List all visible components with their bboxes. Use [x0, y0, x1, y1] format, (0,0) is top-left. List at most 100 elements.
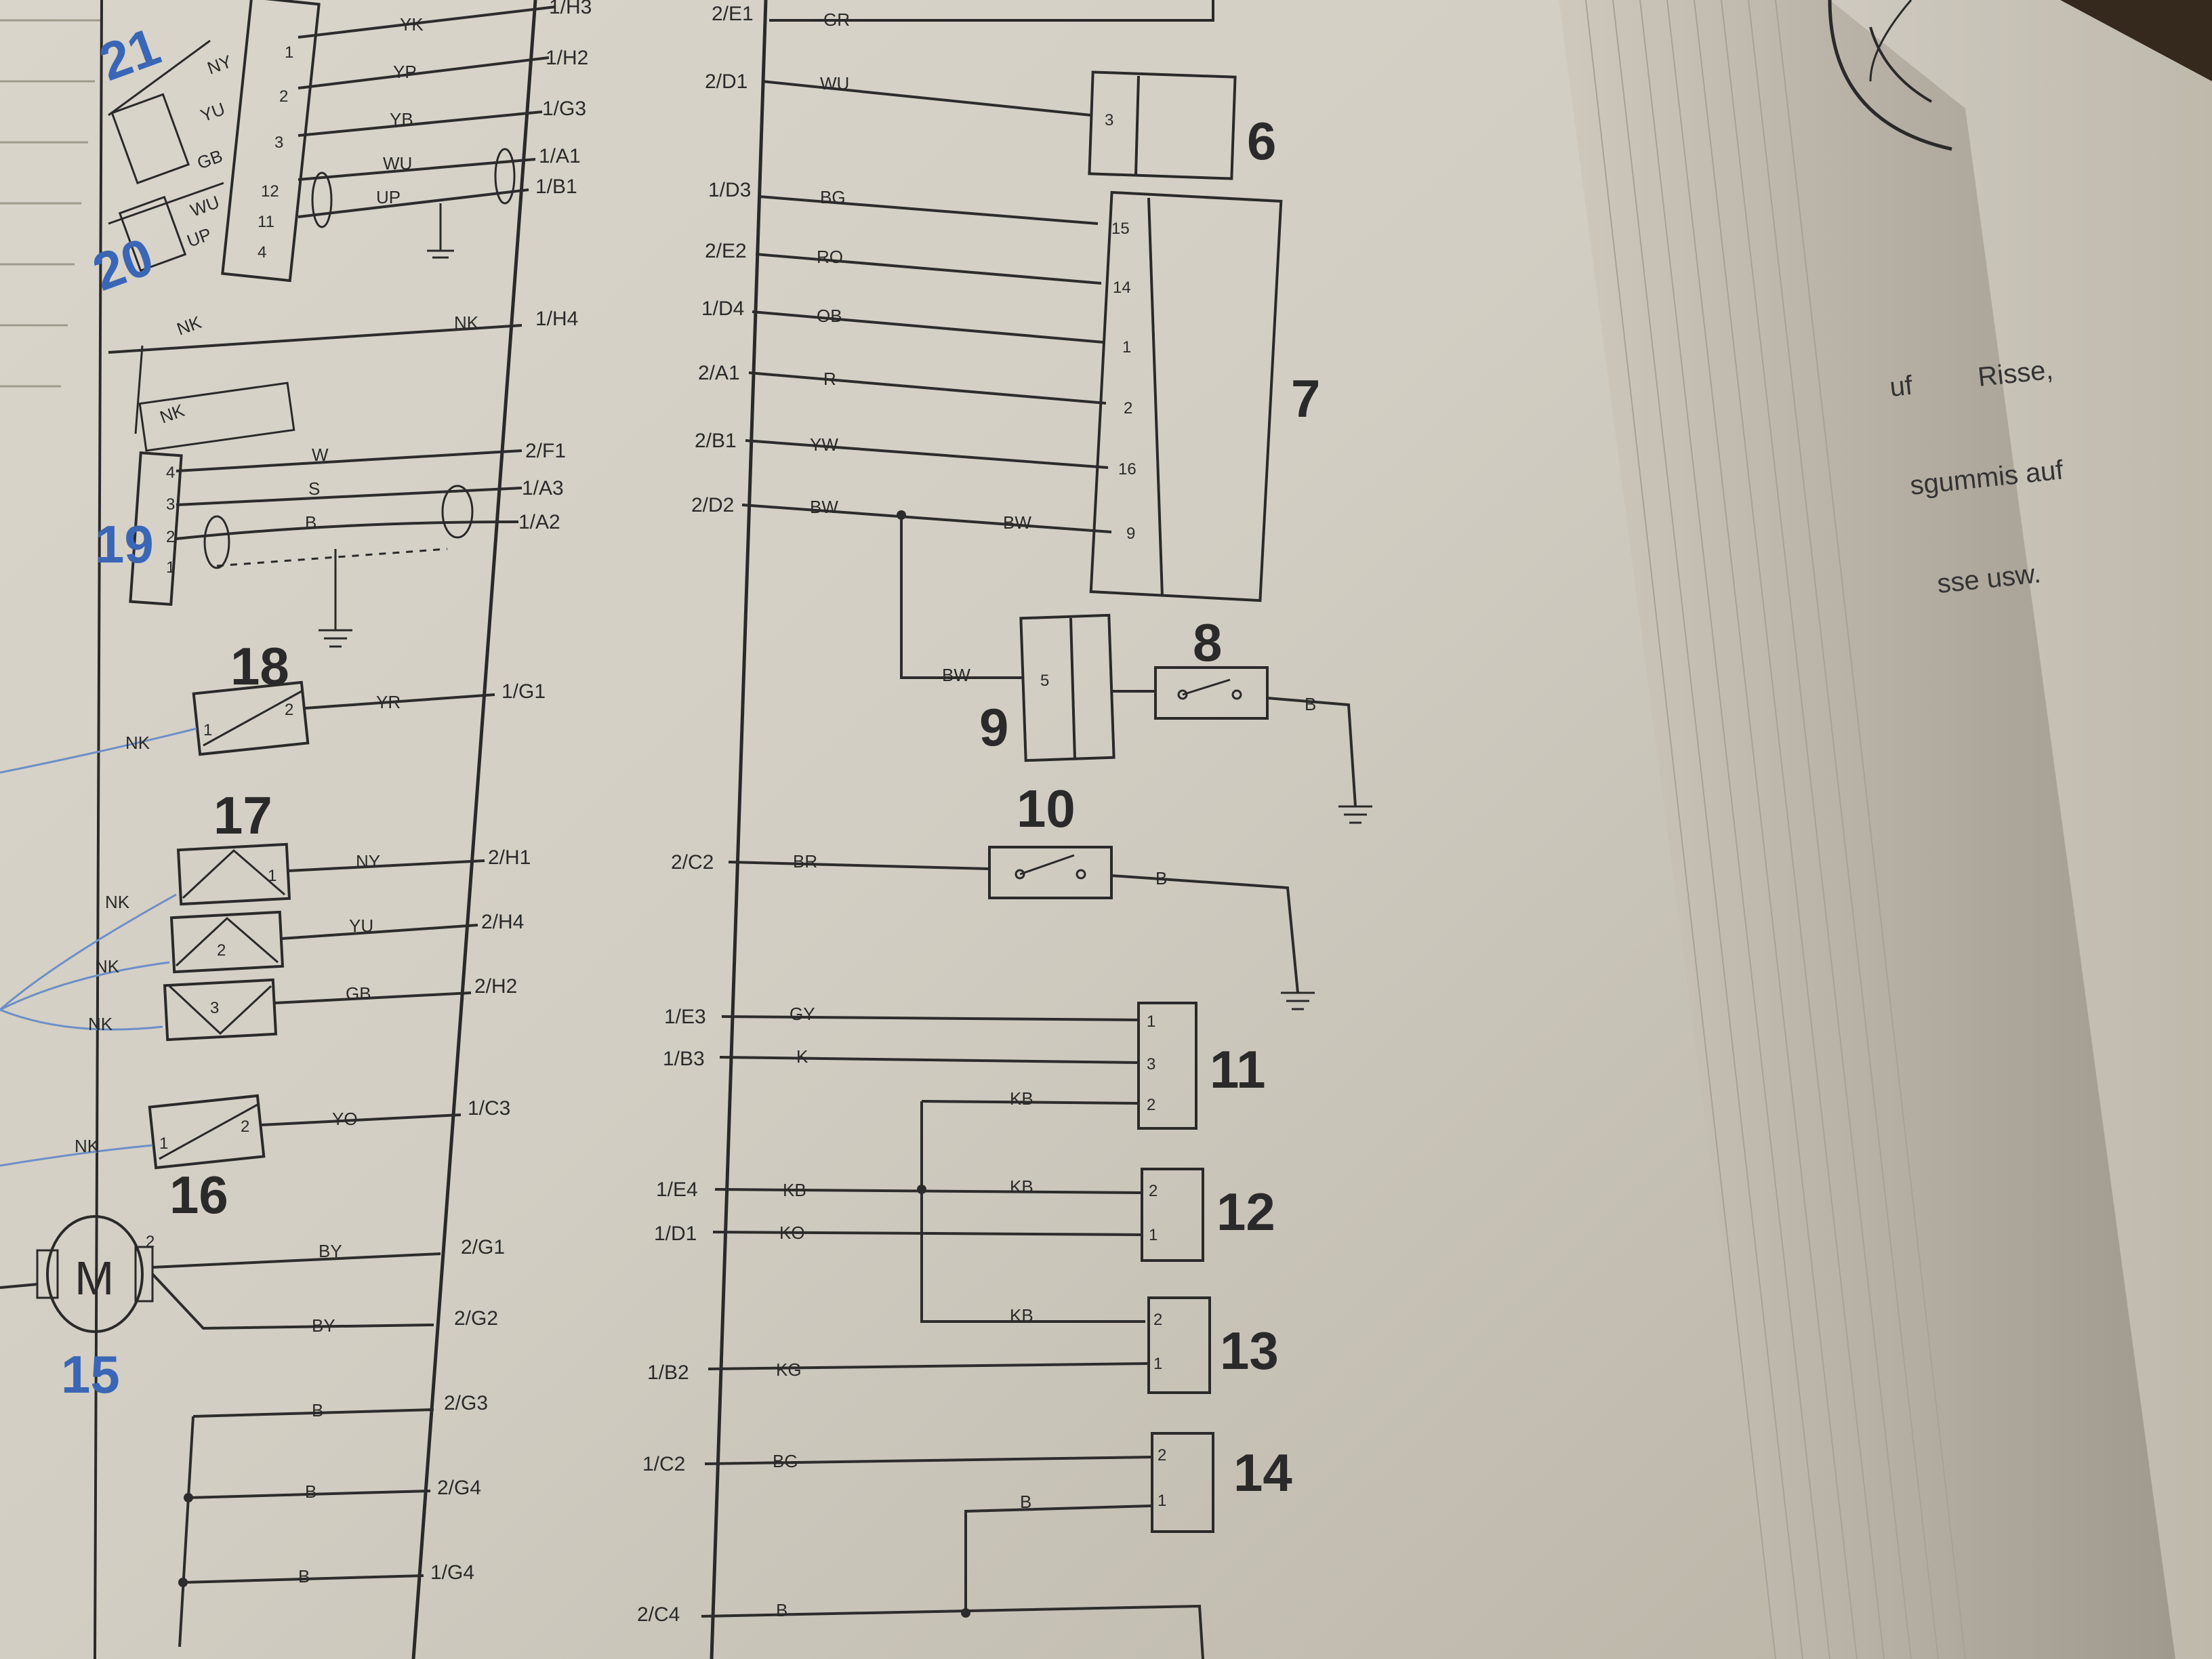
wire-label-up: UP: [376, 187, 401, 207]
pin-1: 1: [285, 43, 293, 62]
component-label-9: 9: [979, 697, 1008, 757]
wire-label-c8-b: B: [1305, 694, 1316, 714]
left-margin-lines: [0, 19, 102, 388]
wire-label-gy: GY: [790, 1004, 815, 1024]
ref-1-b1: 1/B1: [535, 176, 577, 198]
component-label-15: 15: [61, 1345, 120, 1404]
ref-2-h2: 2/H2: [474, 975, 517, 998]
bus-left: [411, 0, 537, 1659]
wire-label-bw-branch: BW: [1003, 512, 1031, 533]
connector-19: [129, 449, 523, 648]
wire-label-17-nk-1: NK: [105, 892, 130, 912]
pin-7-9: 9: [1126, 525, 1135, 543]
wire-label-yo: YO: [332, 1109, 358, 1129]
wire-label-yp: YP: [393, 62, 417, 82]
connector-12: [712, 1168, 1204, 1262]
wire-label-yu: YU: [349, 916, 373, 936]
ref-1-c3: 1/C3: [468, 1097, 510, 1120]
ref-1-a1: 1/A1: [539, 145, 581, 167]
pin-7-2: 2: [1124, 399, 1132, 417]
wire-label-c14-b-bottom: B: [776, 1600, 787, 1620]
pin-18-2: 2: [285, 701, 293, 719]
wire-label-c12-kb: KB: [783, 1180, 806, 1200]
component-label-11: 11: [1210, 1040, 1265, 1099]
motor-letter: M: [75, 1252, 114, 1305]
wire-label-16-nk: NK: [75, 1136, 100, 1156]
ref-1-h3: 1/H3: [549, 0, 592, 18]
wire-label-c9-bw: BW: [942, 665, 970, 685]
ref-1-h4: 1/H4: [535, 308, 578, 330]
ref-1-h2: 1/H2: [546, 47, 588, 69]
page-edge-lines: [1585, 0, 1966, 1659]
ref-2-a1: 2/A1: [698, 362, 740, 384]
wire-label-c11-kb: KB: [1010, 1088, 1033, 1109]
pin-16-2: 2: [241, 1118, 249, 1136]
ref-1-g3: 1/G3: [542, 98, 586, 120]
component-label-17: 17: [213, 785, 272, 845]
pin-15-2: 2: [146, 1233, 155, 1251]
ref-2-c4: 2/C4: [637, 1603, 680, 1626]
pin-7-15: 15: [1111, 220, 1130, 238]
ref-2-d2: 2/D2: [691, 494, 734, 516]
pin-2: 2: [279, 87, 288, 106]
ref-1-c2: 1/C2: [642, 1453, 685, 1475]
bus-middle: [710, 0, 768, 1659]
component-label-10: 10: [1017, 779, 1076, 838]
pin-6-3: 3: [1105, 111, 1113, 129]
wire-label-c13-kb: KB: [1010, 1305, 1033, 1326]
ref-1-b3: 1/B3: [663, 1048, 705, 1070]
component-label-13: 13: [1220, 1321, 1279, 1380]
connector-block-20-21: [108, 0, 556, 452]
wire-label-17-nk-2: NK: [95, 956, 120, 977]
wire-label-c14-bg: BG: [773, 1451, 798, 1471]
pin-9-5: 5: [1040, 672, 1049, 690]
ref-2-h4: 2/H4: [481, 911, 524, 933]
pin-7-16: 16: [1118, 460, 1136, 478]
wire-label-ob: OB: [817, 306, 842, 326]
wire-label-yw: YW: [810, 434, 838, 455]
pin-16-1: 1: [159, 1134, 168, 1153]
pin-17-1: 1: [268, 867, 276, 885]
wire-label-b: B: [305, 512, 316, 533]
pin-11-3: 3: [1147, 1055, 1155, 1073]
pin-17-3: 3: [210, 999, 219, 1017]
ref-2-e2: 2/E2: [705, 240, 747, 262]
wire-label-gnd-b-2: B: [305, 1481, 316, 1502]
pin-11: 11: [258, 213, 274, 231]
component-16-symbol: [0, 1094, 462, 1170]
pin-18-1: 1: [203, 721, 212, 739]
wire-label-gnd-b-3: B: [298, 1566, 310, 1586]
wire-label-c10-b: B: [1155, 868, 1167, 888]
component-label-16: 16: [169, 1165, 228, 1225]
pin-13-2: 2: [1153, 1311, 1162, 1329]
wire-label-yk: YK: [400, 14, 424, 35]
pin-7-1: 1: [1122, 338, 1131, 356]
ref-2-f1: 2/F1: [525, 440, 566, 462]
ref-1-a2: 1/A2: [518, 511, 560, 533]
wire-label-gnd-b-1: B: [312, 1400, 323, 1420]
component-label-7: 7: [1291, 369, 1320, 428]
ref-2-d1: 2/D1: [705, 70, 747, 93]
pin-19-3: 3: [166, 495, 175, 514]
wire-label-s: S: [308, 478, 320, 499]
pin-11-1: 1: [1147, 1012, 1155, 1031]
pin-4: 4: [258, 243, 266, 262]
pin-11-2: 2: [1147, 1096, 1155, 1114]
wire-label-ko: KO: [779, 1223, 805, 1243]
component-label-8: 8: [1193, 613, 1222, 672]
component-label-12: 12: [1216, 1182, 1275, 1242]
connector-6: [762, 70, 1237, 180]
ref-1-d4: 1/D4: [701, 298, 744, 320]
connector-11: [719, 1002, 1197, 1323]
ref-1-d3: 1/D3: [708, 179, 751, 201]
motor-15-symbol: [0, 1215, 441, 1333]
wire-label-ro: RO: [817, 247, 843, 267]
component-18-symbol: [0, 680, 495, 774]
ref-2-g2: 2/G2: [454, 1307, 498, 1330]
ref-2-c2: 2/C2: [671, 851, 714, 874]
wire-label-17-nk-3: NK: [88, 1014, 113, 1034]
component-label-19: 19: [95, 514, 154, 574]
component-17-symbols: [0, 842, 485, 1042]
right-page: [1830, 0, 2212, 1659]
